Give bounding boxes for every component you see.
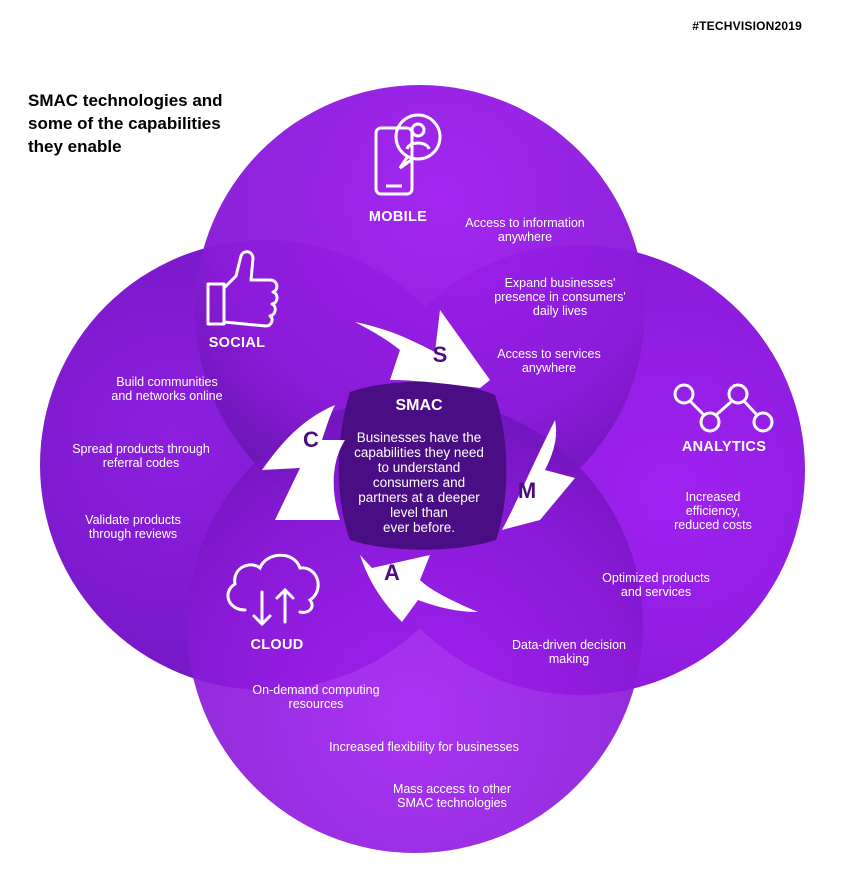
page-title: SMAC technologies and some of the capabi… xyxy=(28,91,223,156)
mobile-capability: Access to services anywhere xyxy=(497,347,601,375)
hashtag: #TECHVISION2019 xyxy=(692,19,802,33)
mobile-label: MOBILE xyxy=(368,209,428,225)
cloud-capability: Increased flexibility for businesses xyxy=(329,740,519,754)
social-label: SOCIAL xyxy=(208,335,266,351)
arrow-m xyxy=(502,420,575,530)
arrow-letter-s: S xyxy=(432,342,448,367)
arrow-s xyxy=(355,310,490,388)
cloud-capability: Mass access to other SMAC technologies xyxy=(392,782,512,810)
analytics-capability: Optimized products and services xyxy=(602,571,710,599)
cloud-upload-download-icon xyxy=(226,553,320,627)
center-description: Businesses have the capabilities they ne… xyxy=(354,430,484,535)
analytics-label: ANALYTICS xyxy=(681,439,767,455)
center-shape xyxy=(338,381,507,550)
cloud-label: CLOUD xyxy=(250,637,304,653)
arrow-letter-a: A xyxy=(384,560,400,585)
analytics-nodes-icon xyxy=(673,383,774,433)
mobile-capability: Access to information anywhere xyxy=(465,216,585,244)
center-title: SMAC xyxy=(395,397,443,414)
arrow-c xyxy=(262,405,345,520)
thumbs-up-icon xyxy=(206,250,279,328)
social-capability: Build communities and networks online xyxy=(111,375,223,403)
arrow-letter-m: M xyxy=(517,478,537,503)
social-capability: Validate products through reviews xyxy=(85,513,181,541)
analytics-capability: Data-driven decision making xyxy=(512,638,626,666)
mobile-chat-icon xyxy=(374,113,442,196)
social-capability: Spread products through referral codes xyxy=(72,442,210,470)
mobile-capability: Expand businesses' presence in consumers… xyxy=(494,276,626,318)
arrow-letter-c: C xyxy=(303,427,319,452)
cloud-capability: On-demand computing resources xyxy=(252,683,380,711)
arrow-a xyxy=(360,555,478,622)
analytics-capability: Increased efficiency, reduced costs xyxy=(674,490,752,532)
